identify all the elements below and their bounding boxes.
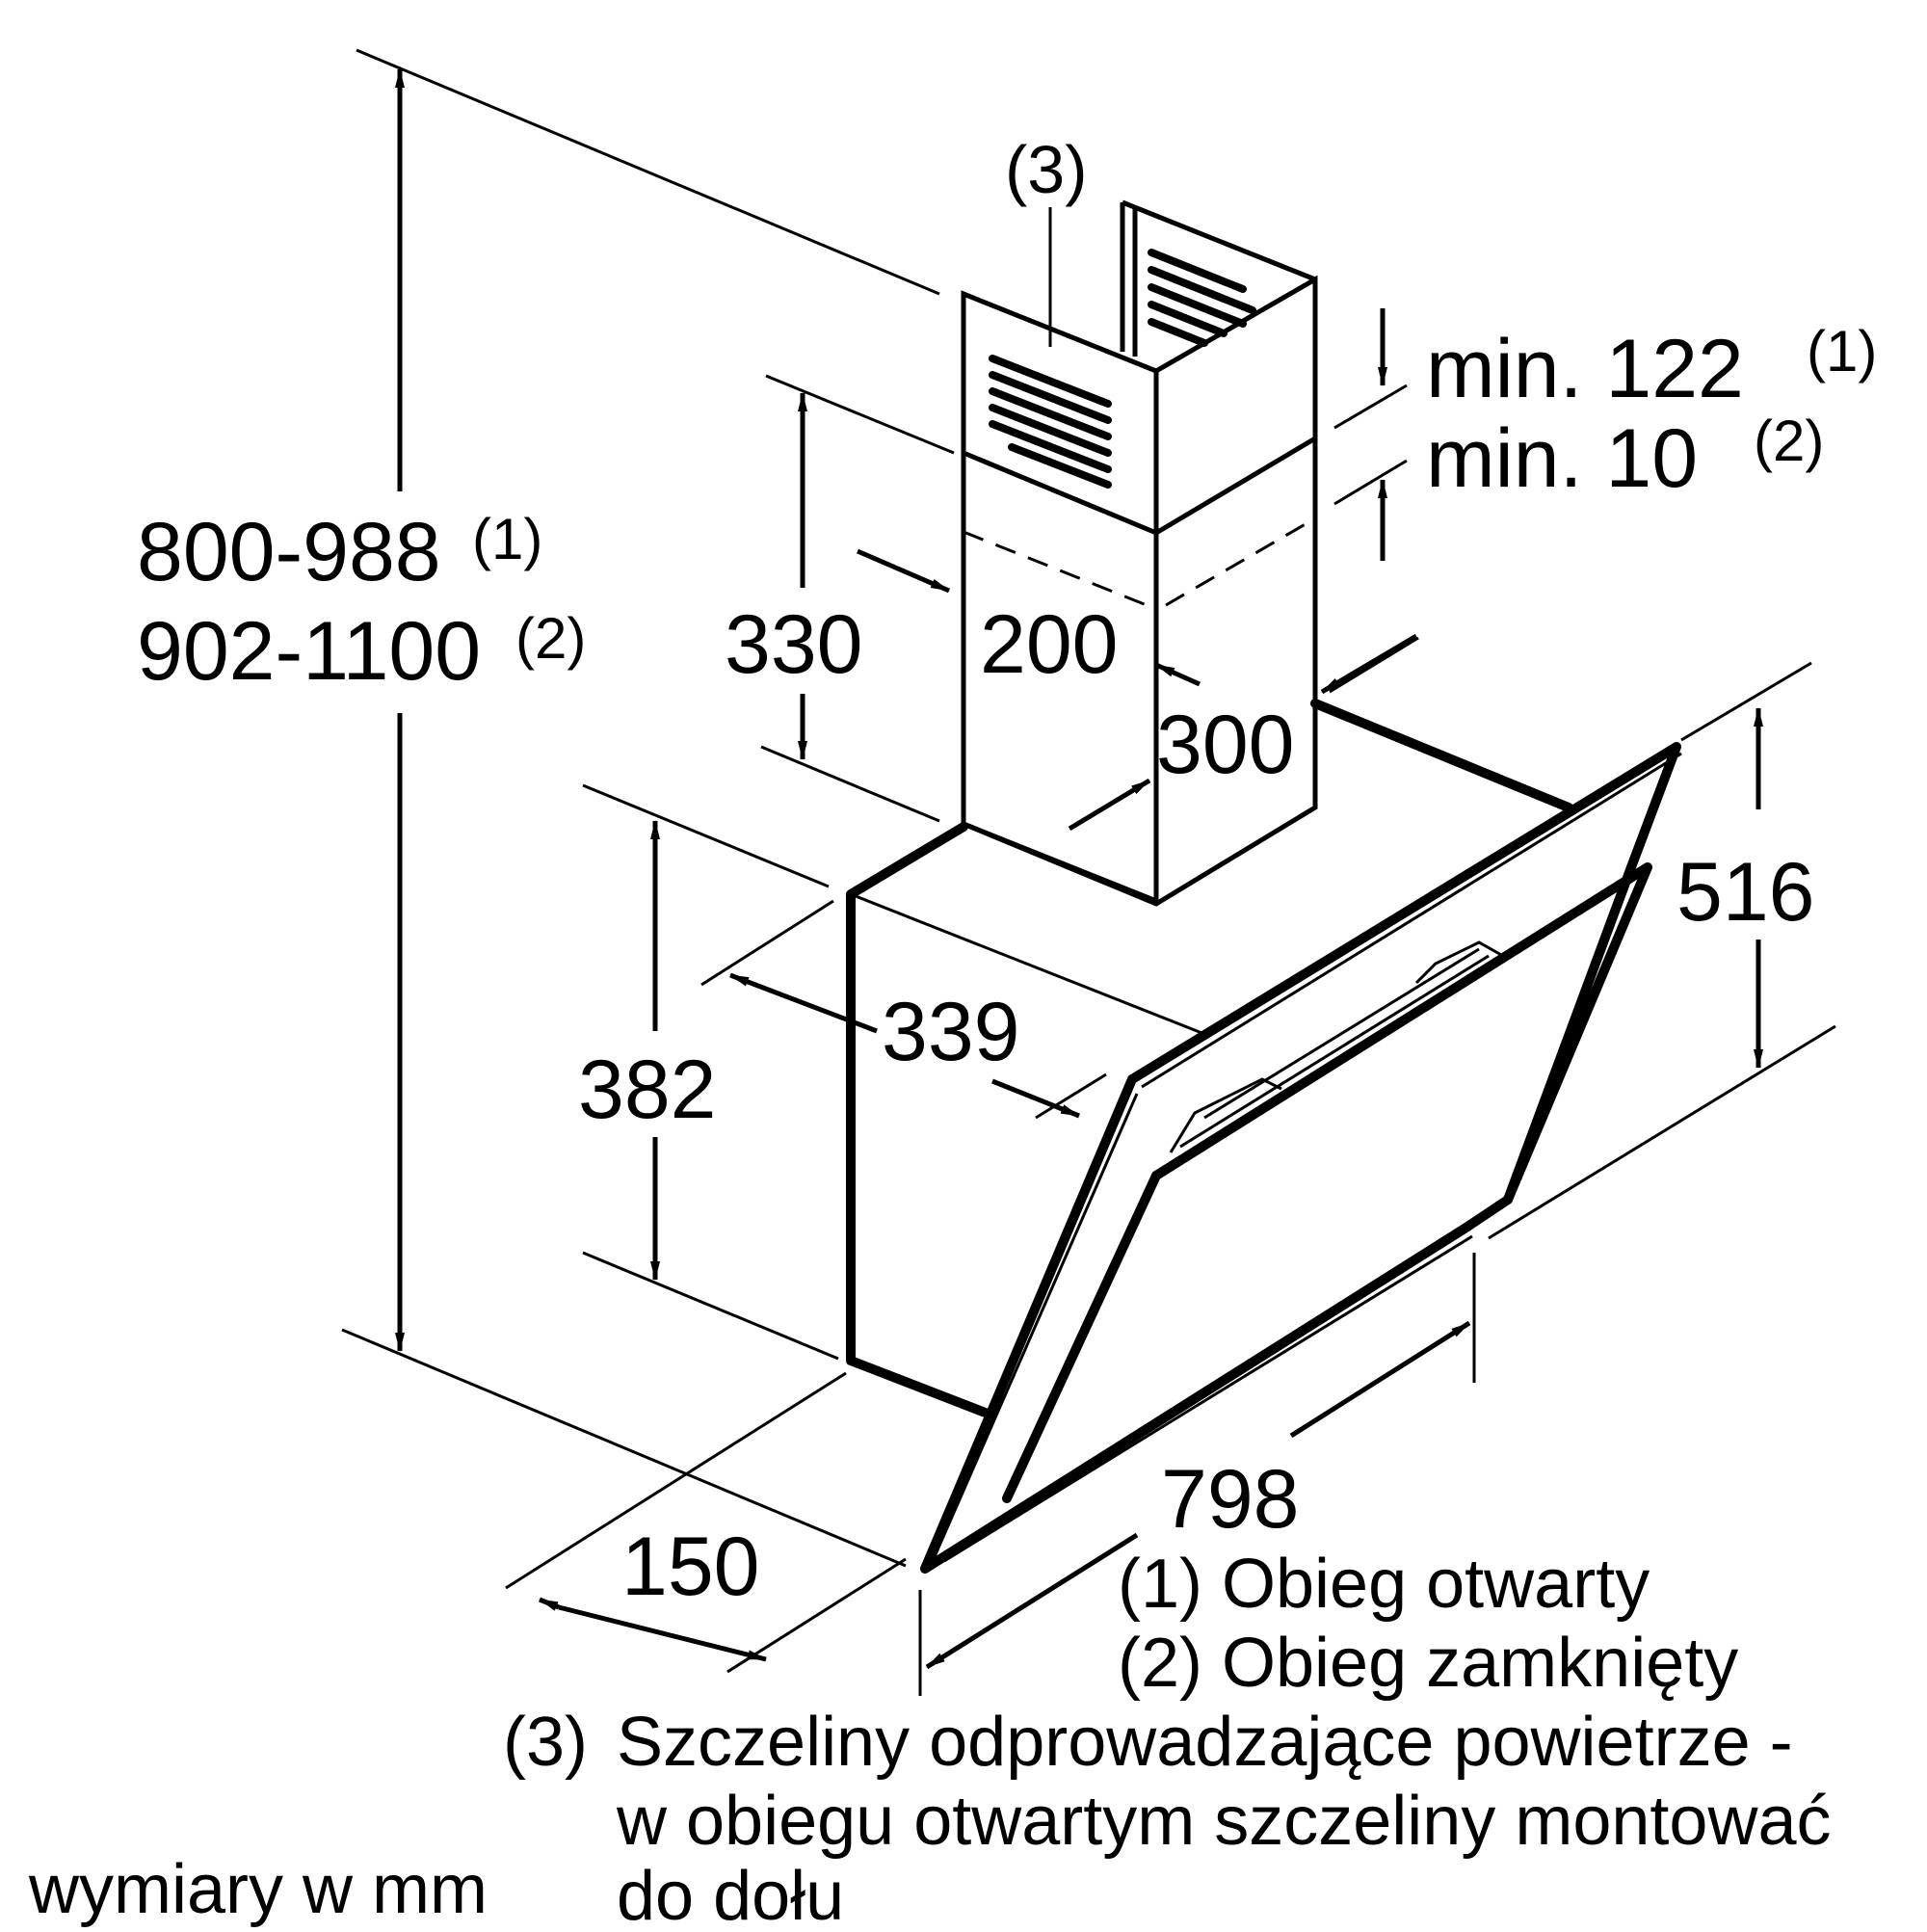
note-slots-ref: (3)	[503, 1704, 588, 1781]
wall-offset-label: 150	[621, 1521, 760, 1613]
legend-notes: (1) Obieg otwarty (2) Obieg zamknięty (3…	[28, 1546, 1832, 1932]
lower-box-depth-label: 339	[882, 986, 1020, 1078]
clearance-closed-label: min. 10	[1426, 412, 1698, 505]
note-slots-line3: do dołu	[617, 1858, 844, 1927]
chimney-depth-label: 300	[1156, 699, 1295, 791]
extension-lines	[341, 48, 1836, 1696]
height-closed-label: 902-1100	[137, 605, 481, 698]
chimney	[961, 199, 1318, 907]
height-open-ref: (1)	[472, 507, 542, 571]
lower-box-height-label: 382	[578, 1044, 717, 1136]
clearance-open-label: min. 122	[1426, 323, 1744, 415]
hood-width-label: 798	[1161, 1453, 1300, 1546]
height-open-label: 800-988	[137, 506, 441, 598]
clearance-closed-ref: (2)	[1754, 409, 1824, 473]
dimension-labels: (3) 800-988 (1) 902-1100 (2) 330 200 300…	[137, 132, 1877, 1613]
note-closed-circulation: (2) Obieg zamknięty	[1118, 1625, 1738, 1702]
slots-ref-label: (3)	[1005, 132, 1088, 207]
units-note: wymiary w mm	[28, 1851, 488, 1927]
clearance-open-ref: (1)	[1807, 319, 1877, 384]
height-closed-ref: (2)	[515, 606, 586, 671]
note-open-circulation: (1) Obieg otwarty	[1118, 1546, 1650, 1623]
vent-slots-front	[989, 355, 1112, 489]
chimney-upper-height-label: 330	[725, 598, 863, 691]
dimension-arrows	[395, 68, 1763, 1670]
hood-body	[846, 699, 1682, 1574]
chimney-width-label: 200	[980, 598, 1119, 691]
vent-slots-side	[1148, 249, 1256, 347]
note-slots-line1: Szczeliny odprowadzające powietrze -	[617, 1704, 1793, 1781]
hood-height-label: 516	[1676, 846, 1815, 939]
note-slots-line2: w obiegu otwartym szczeliny montować	[616, 1783, 1832, 1860]
